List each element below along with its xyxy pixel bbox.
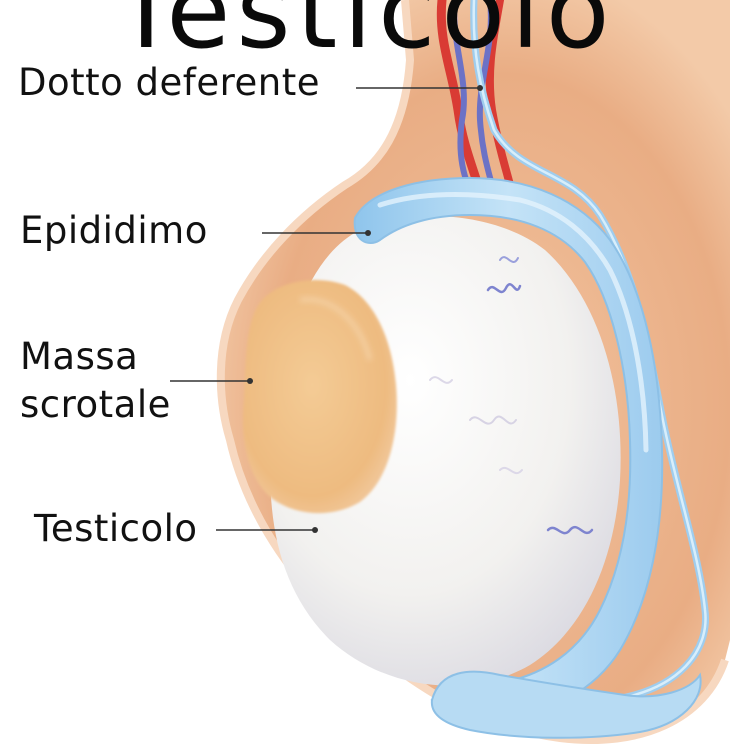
label-testicle: Testicolo: [34, 508, 198, 550]
label-epididymis: Epididimo: [20, 210, 208, 252]
label-vas-deferens: Dotto deferente: [18, 62, 320, 104]
title: Testicolo: [0, 0, 730, 66]
scrotal-mass: [243, 280, 397, 513]
label-mass-line2: scrotale: [20, 384, 171, 426]
label-mass-line1: Massa: [20, 336, 138, 378]
